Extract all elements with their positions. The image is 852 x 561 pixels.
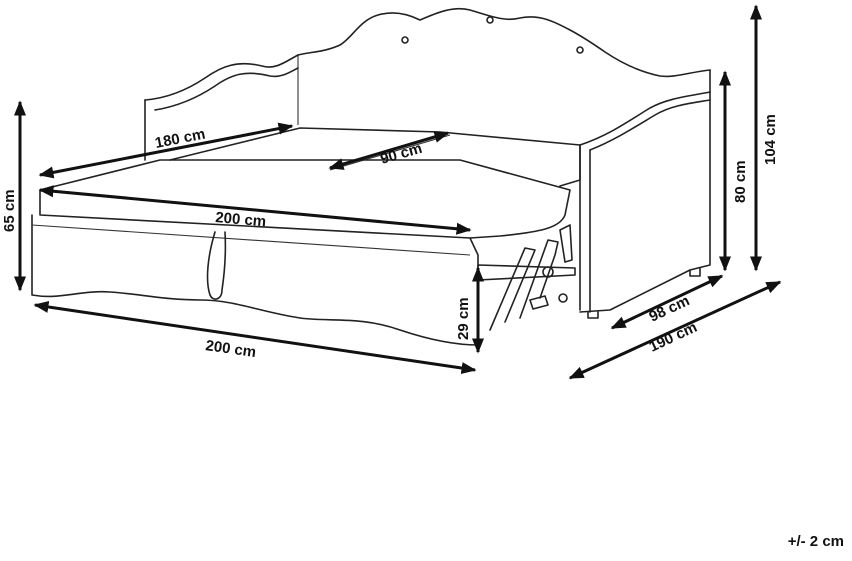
tolerance-note: +/- 2 cm bbox=[787, 533, 844, 550]
dimension-labels: 180 cm 90 cm 200 cm 65 cm 200 cm 29 cm 9… bbox=[1, 114, 779, 361]
label-90: 90 cm bbox=[378, 140, 424, 168]
backrest-button-left bbox=[401, 36, 409, 44]
right-arm-top-inner bbox=[589, 99, 711, 151]
sofa-outline bbox=[31, 7, 711, 346]
backrest-button-middle bbox=[486, 16, 494, 24]
label-200-top: 200 cm bbox=[215, 209, 267, 230]
label-98: 98 cm bbox=[647, 292, 693, 325]
front-leg bbox=[587, 311, 599, 319]
right-arm-front bbox=[579, 91, 711, 146]
label-104: 104 cm bbox=[762, 114, 779, 165]
dim-line-190 bbox=[568, 280, 782, 380]
dim-line-90 bbox=[328, 131, 450, 170]
backrest-top bbox=[297, 7, 711, 78]
trundle-mattress bbox=[39, 159, 571, 239]
left-arm bbox=[144, 54, 299, 101]
left-arm-inner bbox=[154, 67, 299, 111]
label-80: 80 cm bbox=[732, 160, 749, 203]
dim-line-200-bottom bbox=[33, 301, 477, 374]
pull-strap bbox=[206, 231, 227, 300]
lift-mechanism bbox=[477, 224, 576, 331]
label-200-bottom: 200 cm bbox=[204, 337, 257, 361]
label-29: 29 cm bbox=[455, 297, 472, 340]
dim-line-200-top bbox=[38, 185, 472, 235]
label-65: 65 cm bbox=[1, 189, 18, 232]
trundle-base-rim bbox=[31, 224, 471, 256]
dimension-lines bbox=[14, 4, 782, 380]
backrest-button-right bbox=[576, 46, 584, 54]
dim-line-180 bbox=[38, 122, 294, 179]
